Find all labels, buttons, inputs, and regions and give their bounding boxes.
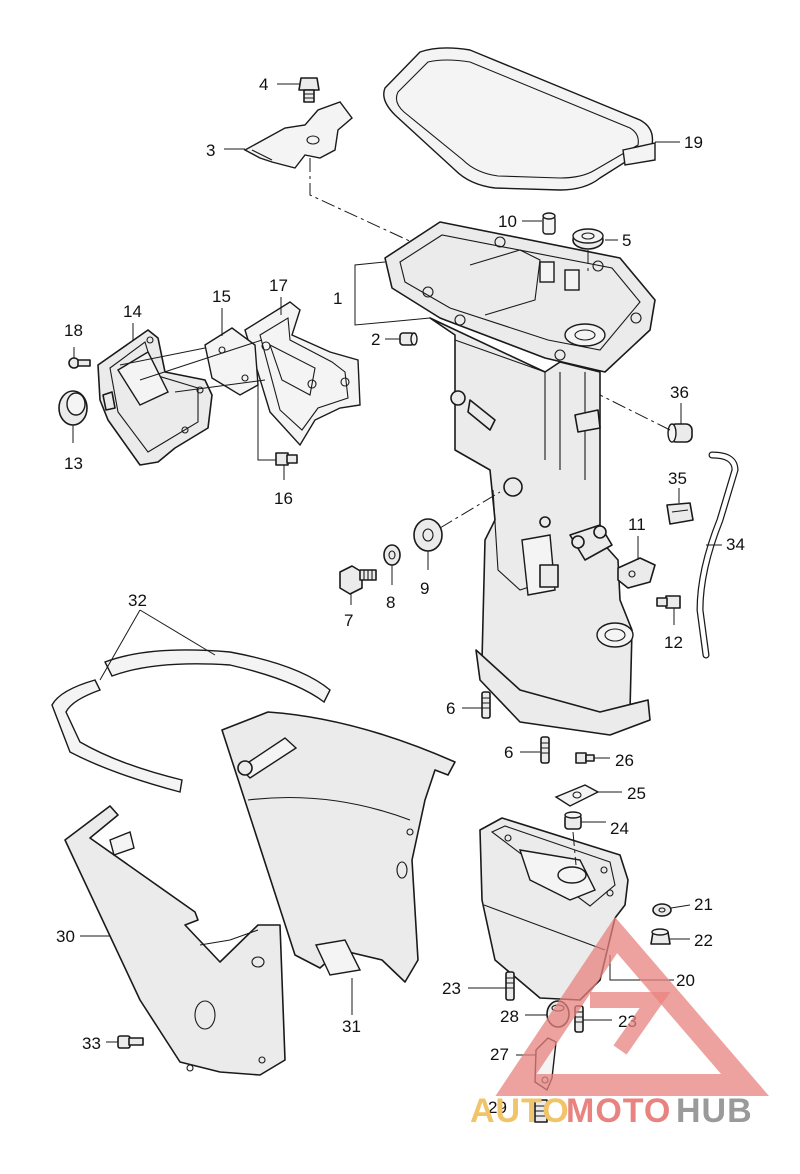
part-8-washer [383, 544, 401, 566]
callout-6a: 6 [446, 699, 455, 718]
watermark-triangle [495, 916, 769, 1096]
part-26-screw [575, 752, 595, 764]
callouts: 1 2 3 4 5 6 6 7 8 9 10 11 12 [56, 75, 745, 1117]
callout-23a: 23 [442, 979, 461, 998]
callout-17: 17 [269, 276, 288, 295]
callout-3: 3 [206, 141, 215, 160]
callout-13: 13 [64, 454, 83, 473]
callout-24: 24 [610, 819, 629, 838]
part-22-nut [650, 928, 671, 945]
callout-5: 5 [622, 231, 631, 250]
callout-6b: 6 [504, 743, 513, 762]
callout-21: 21 [694, 895, 713, 914]
callout-16: 16 [274, 489, 293, 508]
part-9-washer [413, 518, 443, 552]
callout-2: 2 [371, 330, 380, 349]
part-21-washer [652, 903, 672, 917]
callout-1: 1 [333, 289, 342, 308]
callout-29: 29 [488, 1098, 507, 1117]
part-4-bolt [298, 77, 320, 103]
callout-12: 12 [664, 633, 683, 652]
part-10-dowel-pin [542, 212, 556, 235]
callout-8: 8 [386, 593, 395, 612]
part-32-seal [51, 649, 331, 793]
part-23-stud-left [505, 971, 515, 1001]
part-20-lower-housing [479, 817, 629, 1001]
part-11-bracket [617, 557, 656, 589]
callout-34: 34 [726, 535, 745, 554]
callout-27: 27 [490, 1045, 509, 1064]
callout-15: 15 [212, 287, 231, 306]
part-30-cover-left [64, 805, 286, 1076]
callout-30: 30 [56, 927, 75, 946]
callout-35: 35 [668, 469, 687, 488]
part-18-screw [68, 357, 91, 369]
callout-22: 22 [694, 931, 713, 950]
part-19-seal [383, 47, 656, 191]
part-3-plate [243, 101, 353, 169]
part-17-gasket [244, 301, 361, 447]
callout-28: 28 [500, 1007, 519, 1026]
callout-10: 10 [498, 212, 517, 231]
part-1-drive-shaft-housing [384, 221, 656, 736]
callout-4: 4 [259, 75, 268, 94]
callout-18: 18 [64, 321, 83, 340]
callout-33: 33 [82, 1034, 101, 1053]
watermark-text-moto: MOTO [566, 1092, 671, 1130]
callout-26: 26 [615, 751, 634, 770]
part-33-screw [117, 1035, 144, 1049]
callout-9: 9 [420, 579, 429, 598]
part-5-grommet [572, 228, 604, 250]
part-36-grommet [667, 423, 693, 443]
part-25-plate [554, 784, 600, 807]
callout-19: 19 [684, 133, 703, 152]
part-16-screw [275, 452, 298, 466]
part-13-grommet [58, 390, 88, 426]
part-6-stud-lower [540, 736, 550, 764]
callout-7: 7 [344, 611, 353, 630]
watermark-logo: AUTO MOTO HUB [470, 916, 769, 1130]
part-24-bushing [564, 811, 582, 830]
part-34-water-tube [696, 451, 739, 659]
part-7-bolt [339, 565, 377, 595]
part-35-clip [666, 502, 694, 525]
callout-20: 20 [676, 971, 695, 990]
part-29-bolt [534, 1099, 548, 1123]
part-6-stud-upper [481, 691, 491, 719]
callout-11: 11 [628, 515, 646, 534]
callout-32: 32 [128, 591, 147, 610]
callout-31: 31 [342, 1017, 361, 1036]
callout-14: 14 [123, 302, 142, 321]
part-31-cover-right [221, 711, 456, 983]
callout-36: 36 [670, 383, 689, 402]
watermark-text-hub: HUB [676, 1092, 753, 1130]
part-2-plug [399, 332, 418, 346]
part-12-bolt [656, 595, 681, 609]
callout-25: 25 [627, 784, 646, 803]
watermark-text-auto: AUTO [470, 1092, 570, 1130]
